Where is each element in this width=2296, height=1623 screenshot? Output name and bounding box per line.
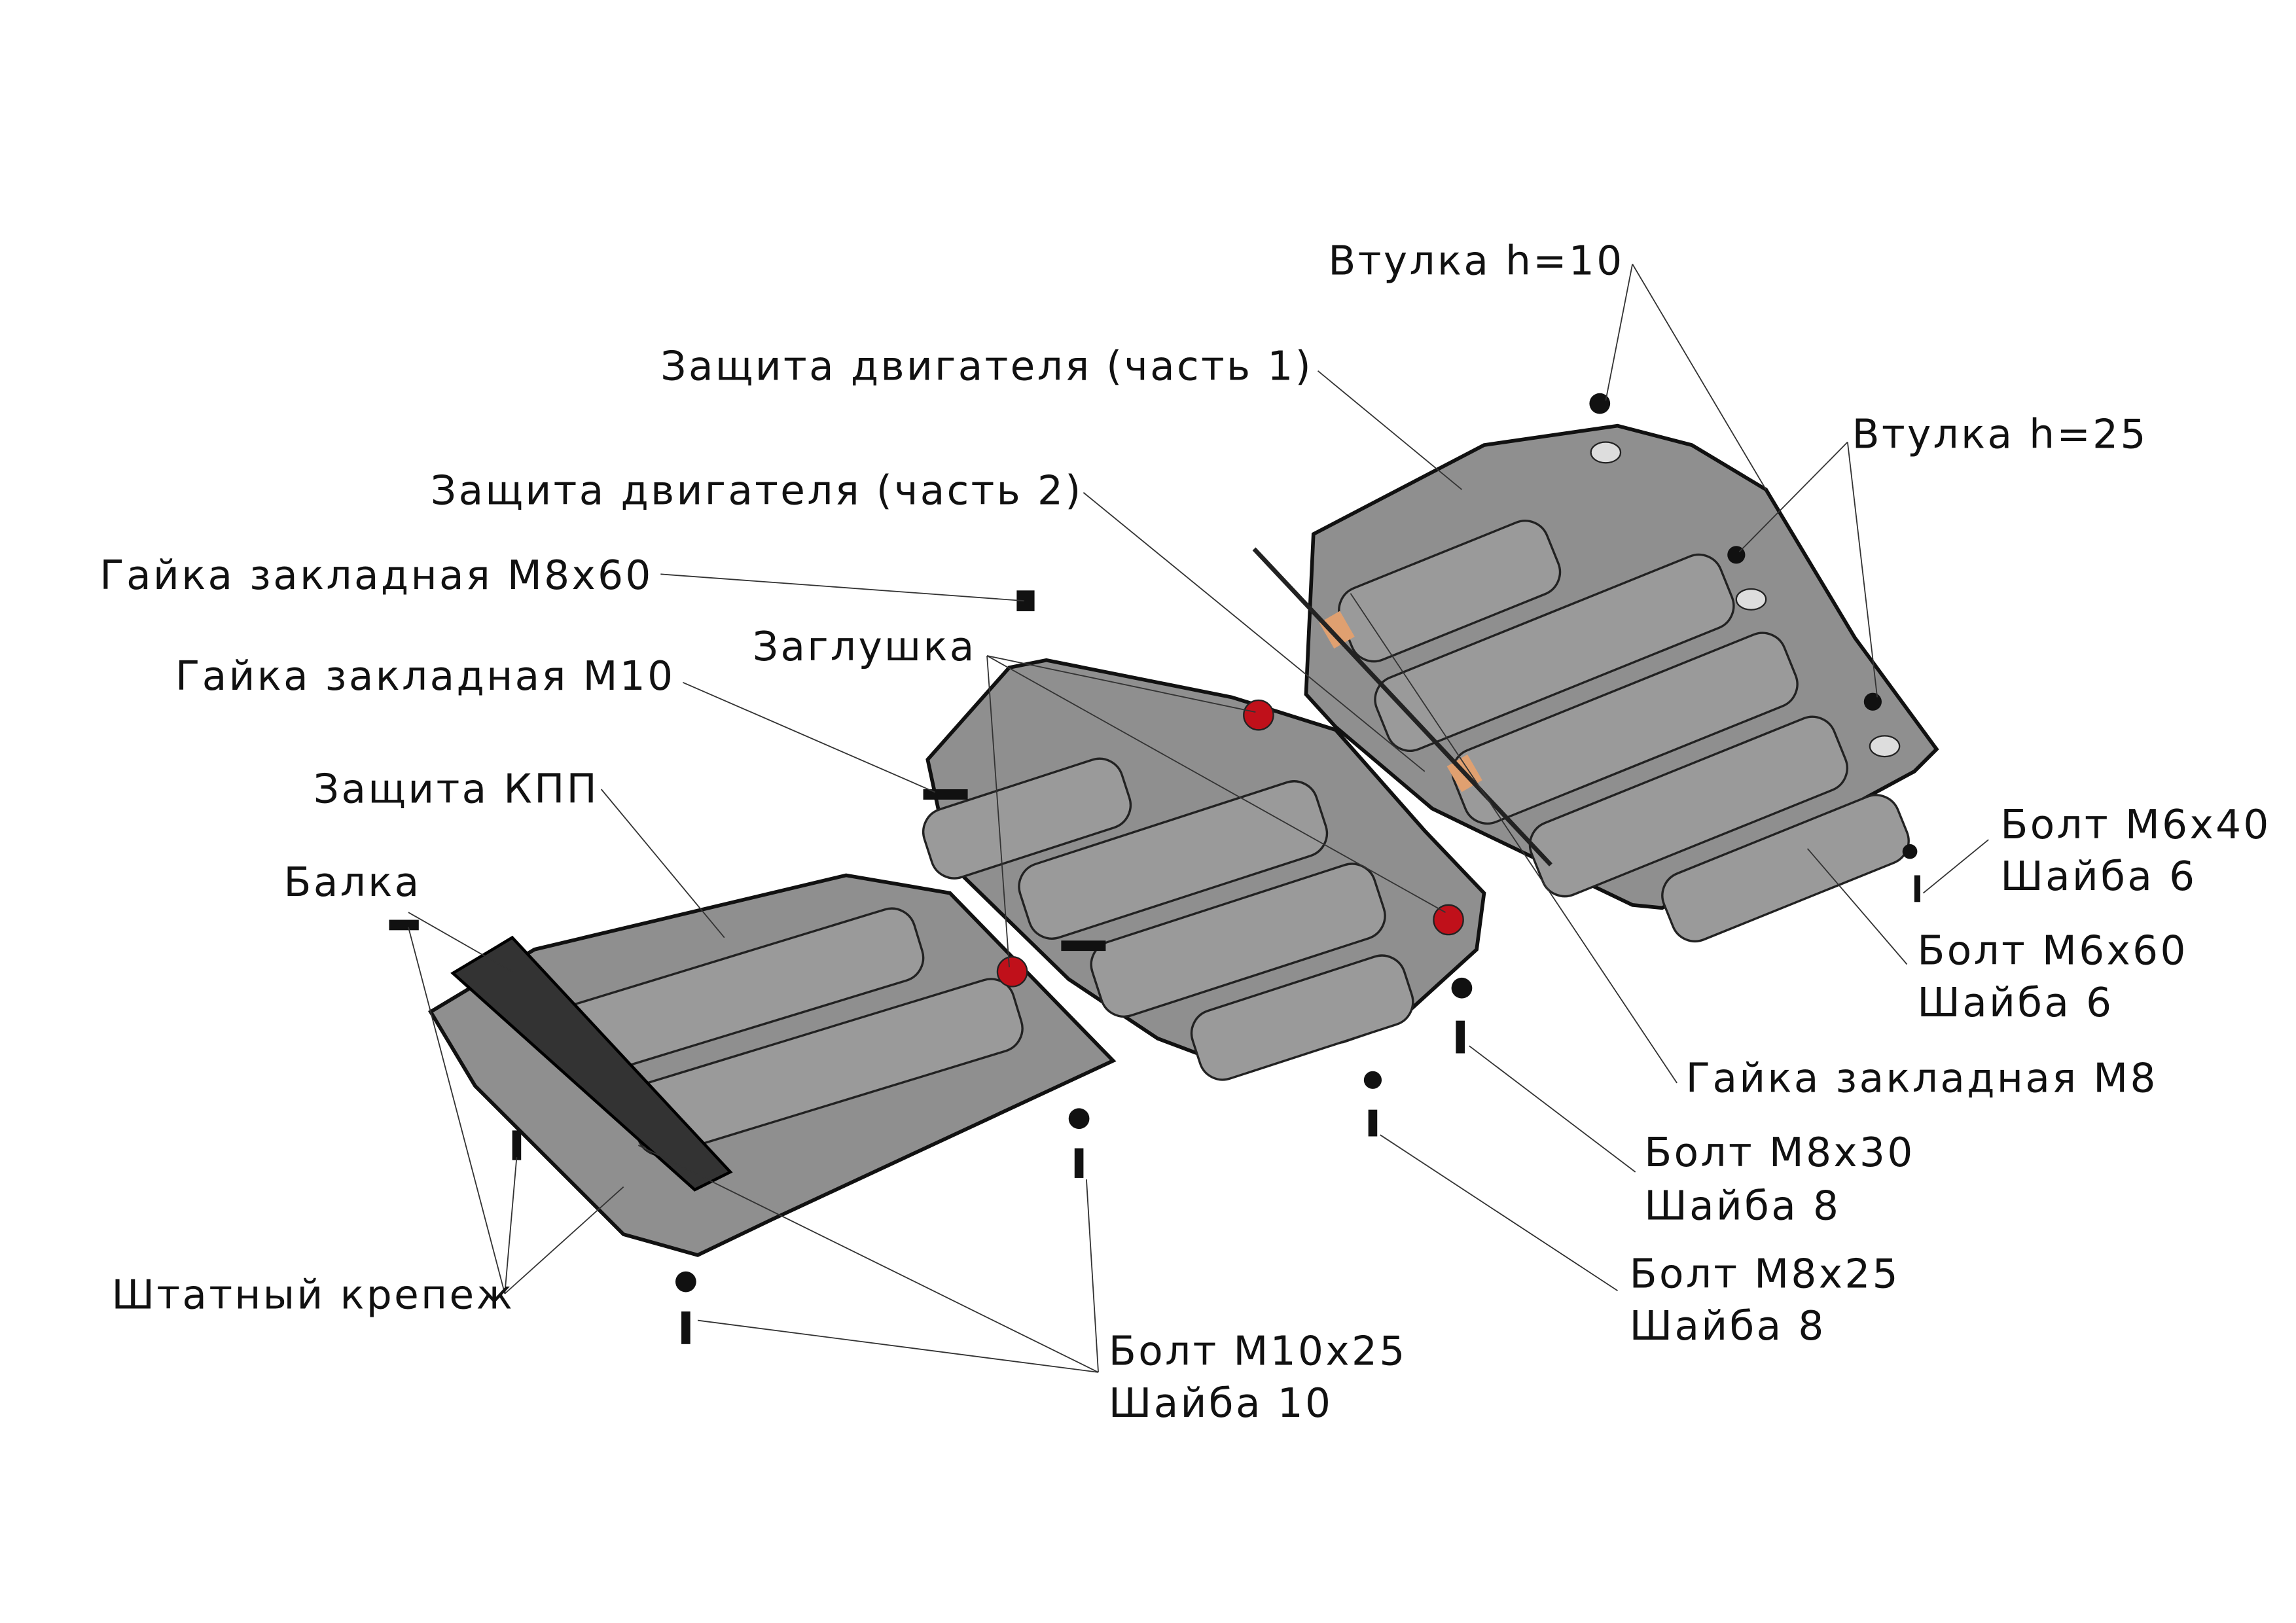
label-nut-m10: Гайка закладная М10 bbox=[175, 653, 675, 700]
gearbox-guard bbox=[428, 873, 1117, 1257]
label-washer-8a: Шайба 8 bbox=[1644, 1183, 1840, 1229]
plug bbox=[1243, 699, 1274, 731]
beam bbox=[450, 935, 733, 1192]
label-bolt-m8x30: Болт М8х30 bbox=[1644, 1130, 1914, 1176]
label-bolt-m10x25: Болт М10х25 bbox=[1109, 1329, 1407, 1375]
label-washer-6b: Шайба 6 bbox=[1917, 980, 2113, 1026]
label-bushing-h10: Втулка h=10 bbox=[1328, 238, 1624, 284]
plug bbox=[996, 956, 1028, 988]
label-plug: Заглушка bbox=[753, 624, 977, 670]
plug bbox=[1433, 904, 1464, 936]
leader-lines bbox=[408, 264, 1989, 1373]
labels: Втулка h=10 Защита двигателя (часть 1) В… bbox=[99, 238, 2270, 1427]
label-beam: Балка bbox=[284, 859, 422, 906]
engine-guard-part-1 bbox=[1252, 423, 1939, 942]
label-gearbox-guard: Защита КПП bbox=[314, 766, 599, 812]
label-bolt-m8x25: Болт М8х25 bbox=[1630, 1251, 1900, 1298]
label-washer-8b: Шайба 8 bbox=[1630, 1303, 1826, 1349]
label-nut-m8: Гайка закладная М8 bbox=[1686, 1055, 2158, 1101]
label-engine-guard-2: Защита двигателя (часть 2) bbox=[431, 468, 1083, 514]
label-engine-guard-1: Защита двигателя (часть 1) bbox=[660, 343, 1313, 389]
label-bolt-m6x60: Болт М6х60 bbox=[1917, 927, 2187, 974]
label-washer-10: Шайба 10 bbox=[1109, 1380, 1333, 1427]
label-bushing-h25: Втулка h=25 bbox=[1852, 412, 2148, 458]
engine-guard-part-2 bbox=[922, 658, 1486, 1081]
pad bbox=[1319, 611, 1355, 649]
fasteners bbox=[389, 393, 1920, 1344]
bolt-rod bbox=[1252, 547, 1552, 866]
label-nut-m8x60: Гайка закладная М8х60 bbox=[99, 552, 653, 599]
label-bolt-m6x40: Болт М6х40 bbox=[2000, 802, 2270, 848]
label-standard-fasteners: Штатный крепеж bbox=[112, 1272, 515, 1318]
label-washer-6a: Шайба 6 bbox=[2000, 853, 2197, 900]
